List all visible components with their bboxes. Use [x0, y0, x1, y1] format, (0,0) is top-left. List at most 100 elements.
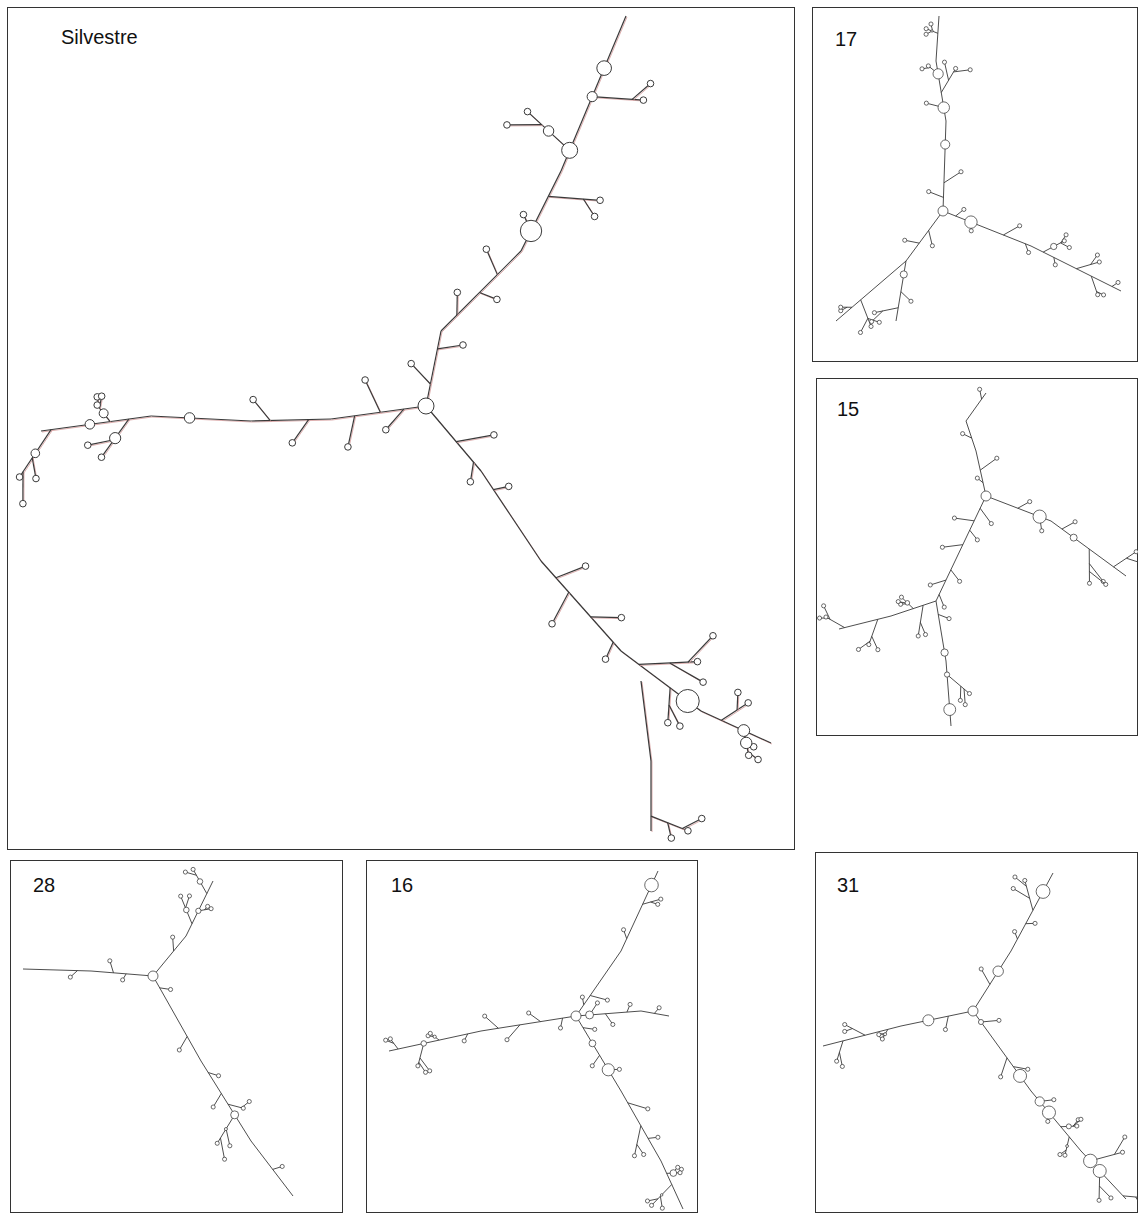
rna-loop: [196, 908, 201, 913]
rna-loop: [184, 907, 190, 913]
rna-loop: [423, 1070, 427, 1074]
rna-loop: [520, 211, 527, 218]
rna-loop: [1023, 878, 1027, 882]
rna-loop: [659, 897, 663, 901]
rna-structure-group: [16, 16, 772, 841]
rna-loop: [938, 206, 948, 216]
rna-loop: [995, 456, 999, 460]
rna-loop: [920, 67, 924, 71]
rna-loop: [418, 398, 434, 414]
strand-line: [541, 561, 621, 651]
rna-loop: [1093, 1164, 1106, 1177]
strand-line: [91, 971, 153, 976]
rna-loop: [1018, 224, 1022, 228]
strand-line: [21, 431, 53, 478]
strand-line: [721, 703, 748, 720]
rna-loop: [1063, 1153, 1067, 1157]
rna-loop: [867, 643, 871, 647]
rna-loop: [68, 975, 72, 979]
strand-line: [689, 637, 714, 663]
rna-loop: [931, 30, 933, 32]
rna-loop: [1109, 1196, 1113, 1200]
strand-line: [193, 869, 207, 893]
strand-line: [1013, 889, 1029, 899]
strand-line: [226, 1129, 230, 1146]
strand-line: [1031, 1091, 1081, 1151]
strand-line: [437, 345, 463, 349]
rna-loop: [678, 1171, 682, 1175]
rna-loop: [191, 867, 195, 871]
strand-line: [981, 969, 990, 984]
strand-line: [349, 417, 356, 448]
rna-loop: [685, 828, 692, 835]
rna-loop: [98, 393, 105, 400]
rna-loop: [1033, 510, 1046, 523]
strand-line: [292, 420, 308, 443]
rna-loop: [467, 478, 474, 485]
rna-loop: [700, 679, 707, 686]
strand-line: [507, 124, 542, 125]
rna-loop: [941, 140, 950, 149]
rna-loop: [923, 1015, 934, 1026]
rna-loop: [876, 648, 880, 652]
strand-line: [1003, 226, 1019, 235]
rna-loop: [589, 1040, 596, 1047]
strand-line: [153, 976, 201, 1061]
panel-label: 17: [833, 27, 859, 51]
rna-loop: [958, 579, 962, 583]
strand-line: [702, 712, 772, 744]
strand-line: [826, 617, 845, 628]
rna-loop: [1079, 1117, 1083, 1121]
rna-structure-group: [818, 387, 1138, 726]
panel-label: Silvestre: [59, 25, 140, 49]
rna-loop: [1052, 1098, 1056, 1102]
rna-loop: [1066, 1145, 1069, 1148]
rna-loop: [933, 69, 943, 79]
rna-structure-group: [384, 871, 684, 1210]
rna-loop: [543, 126, 553, 136]
strand-line: [1114, 552, 1137, 567]
rna-loop: [941, 649, 948, 656]
strand-line: [487, 250, 498, 275]
rna-structure: [8, 8, 796, 851]
rna-loop: [698, 815, 705, 822]
strand-line: [1126, 558, 1138, 564]
rna-structure: [11, 861, 344, 1213]
rna-loop: [211, 1105, 215, 1109]
rna-loop: [250, 396, 257, 403]
rna-loop: [617, 1067, 621, 1071]
rna-loop: [590, 1064, 594, 1068]
rna-loop: [1011, 886, 1015, 890]
strand-line: [521, 171, 561, 251]
strand-line: [253, 400, 270, 421]
rna-loop: [1026, 1067, 1030, 1071]
rna-loop: [656, 902, 660, 906]
strand-line: [1025, 880, 1033, 910]
rna-loop: [872, 311, 876, 315]
strand-line: [943, 211, 1031, 246]
rna-loop: [1036, 885, 1050, 899]
rna-loop: [1084, 1154, 1097, 1167]
strand-line: [954, 518, 974, 521]
rna-loop: [224, 1128, 227, 1131]
strand-line: [936, 496, 986, 601]
rna-loop: [209, 907, 213, 911]
rna-loop: [462, 1039, 466, 1043]
rna-loop: [877, 320, 881, 324]
rna-loop: [916, 634, 920, 638]
strand-line: [542, 562, 622, 652]
rna-loop: [345, 444, 352, 451]
rna-loop: [677, 723, 684, 730]
rna-loop: [944, 704, 956, 716]
rna-loop: [527, 1011, 531, 1015]
rna-loop: [670, 1170, 677, 1177]
strand-line: [457, 436, 495, 443]
strand-line: [688, 636, 713, 662]
rna-loop: [1046, 1119, 1050, 1123]
rna-loop: [965, 216, 977, 228]
rna-loop: [978, 1019, 983, 1024]
strand-line: [41, 416, 151, 431]
rna-loop: [183, 870, 187, 874]
rna-loop: [745, 752, 752, 759]
rna-loop: [645, 1199, 649, 1203]
